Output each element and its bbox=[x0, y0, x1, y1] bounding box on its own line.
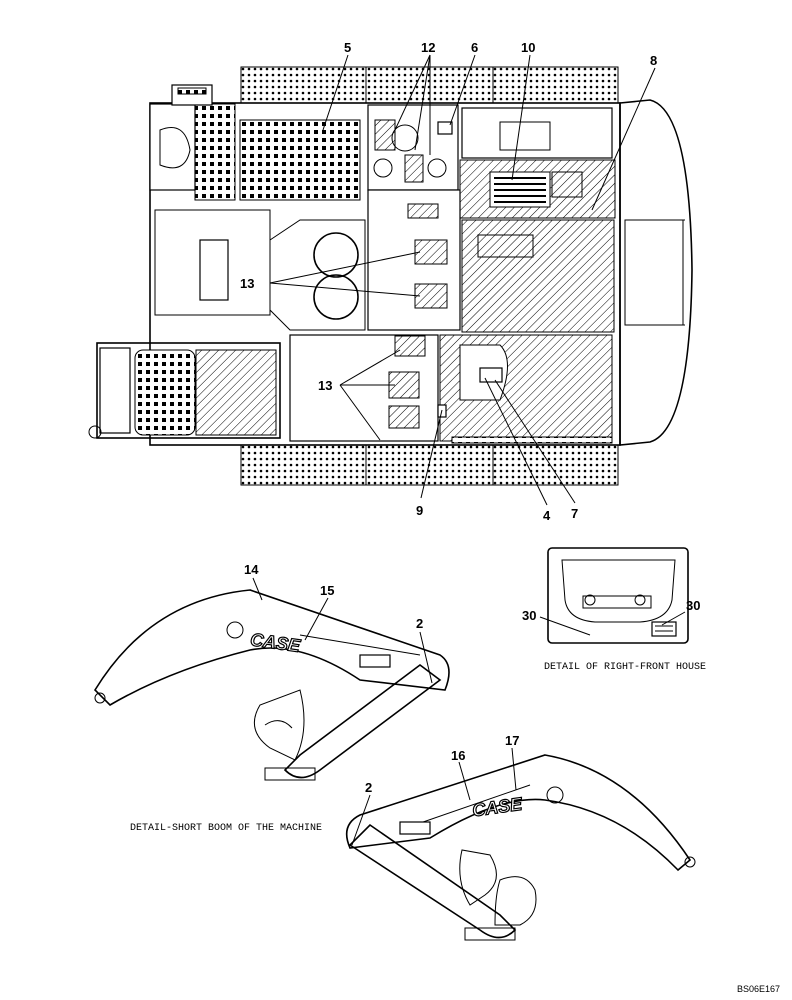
callout-4: 4 bbox=[543, 508, 551, 523]
decal-13-a bbox=[414, 239, 448, 265]
callout-13-a: 13 bbox=[240, 276, 254, 291]
callout-6: 6 bbox=[471, 40, 478, 55]
caption-short-boom: DETAIL-SHORT BOOM OF THE MACHINE bbox=[130, 823, 322, 834]
cab bbox=[96, 342, 281, 439]
short-boom-detail bbox=[93, 589, 450, 781]
callout-15: 15 bbox=[320, 583, 334, 598]
counterweight bbox=[619, 99, 693, 446]
caption-right-front-house: DETAIL OF RIGHT-FRONT HOUSE bbox=[544, 662, 706, 673]
boom-logo-2: CASE bbox=[471, 794, 524, 821]
callout-14: 14 bbox=[244, 562, 259, 577]
callout-5: 5 bbox=[344, 40, 351, 55]
callout-2-b: 2 bbox=[365, 780, 372, 795]
decal-13-d bbox=[388, 405, 420, 429]
track-top-left bbox=[240, 66, 367, 104]
callout-30-a: 30 bbox=[522, 608, 536, 623]
decal-12-b bbox=[404, 154, 424, 183]
decal-6 bbox=[437, 121, 453, 135]
drawing-code: BS06E167 bbox=[737, 984, 780, 994]
track-bottom-mid bbox=[365, 444, 494, 486]
decal-13-b bbox=[414, 283, 448, 309]
long-boom-detail bbox=[345, 754, 696, 941]
leader-lines-top bbox=[269, 54, 656, 506]
callout-12: 12 bbox=[421, 40, 435, 55]
leader-lines-boom bbox=[252, 577, 517, 846]
callout-17: 17 bbox=[505, 733, 519, 748]
callout-2-a: 2 bbox=[416, 616, 423, 631]
engine-hood-left bbox=[194, 103, 236, 201]
callout-8: 8 bbox=[650, 53, 657, 68]
track-top-right bbox=[492, 66, 619, 104]
detail-right-front-house bbox=[539, 547, 689, 644]
machine-top-view bbox=[88, 66, 693, 486]
callout-7: 7 bbox=[571, 506, 578, 521]
track-bottom-left bbox=[240, 444, 367, 486]
decal-8 bbox=[551, 171, 583, 198]
callout-9: 9 bbox=[416, 503, 423, 518]
decal-12-a bbox=[374, 119, 396, 151]
engine-hood-right bbox=[239, 119, 361, 201]
callout-10: 10 bbox=[521, 40, 535, 55]
callout-13-b: 13 bbox=[318, 378, 332, 393]
boom-logo-1: CASE bbox=[249, 629, 302, 656]
callout-30-b: 30 bbox=[686, 598, 700, 613]
track-bottom-right bbox=[492, 444, 619, 486]
decal-4 bbox=[479, 367, 503, 383]
callout-16: 16 bbox=[451, 748, 465, 763]
